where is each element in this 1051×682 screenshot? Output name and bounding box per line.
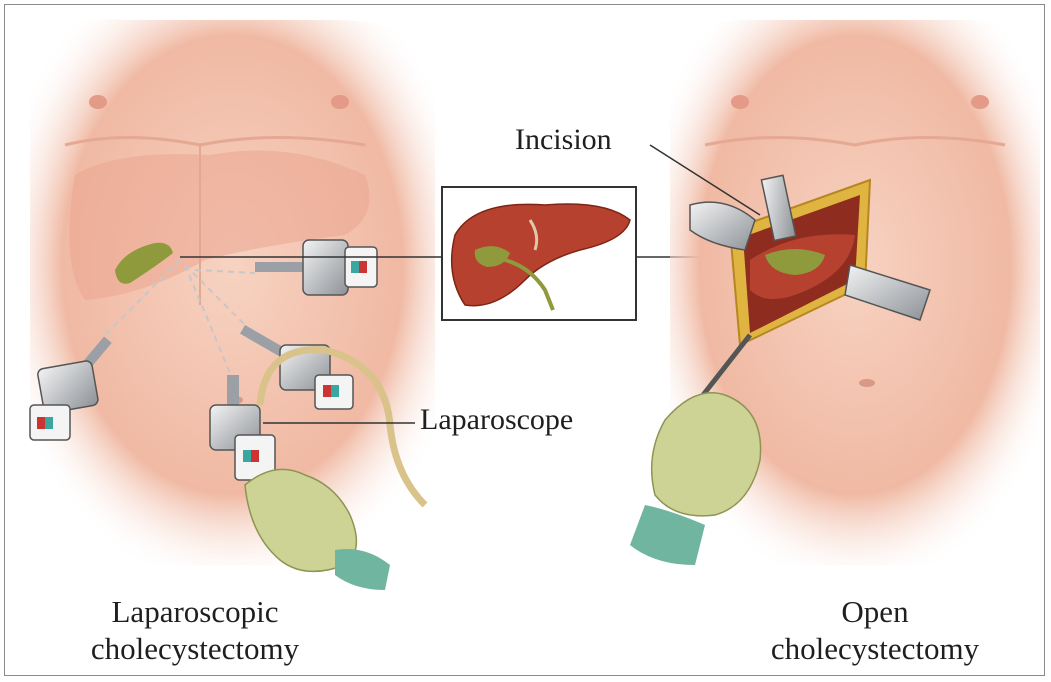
caption-right-line1: Open [841,594,909,629]
caption-open: Open cholecystectomy [725,593,1025,667]
left-nipple [89,95,107,109]
laparoscope-cable [256,346,428,508]
incision-label: Incision [515,123,612,156]
caption-left-line1: Laparoscopic [111,594,279,629]
gallbladder [115,242,173,284]
surgeon-sleeve-left [335,549,390,590]
caption-right-line2: cholecystectomy [770,631,980,666]
retractor-top [760,174,797,242]
caption-laparoscopic: Laparoscopic cholecystectomy [45,593,345,667]
retractor-left [689,201,756,251]
trocar-left [29,336,112,441]
surgeon-sleeve-right [630,505,705,565]
illustration-frame: Incision Laparoscope Laparoscopic cholec… [4,4,1045,676]
caption-left-line2: cholecystectomy [90,631,300,666]
liver-inset [441,186,637,321]
retractor-right [844,264,931,321]
laparoscope-label: Laparoscope [420,403,574,436]
open-incision [728,178,872,347]
incision-pointer [649,144,761,216]
surgeon-glove-right [650,392,762,517]
surgery-illustration [29,19,1040,590]
left-torso [30,19,435,566]
laparoscope-instrument [209,375,276,481]
right-nipple [331,95,349,109]
